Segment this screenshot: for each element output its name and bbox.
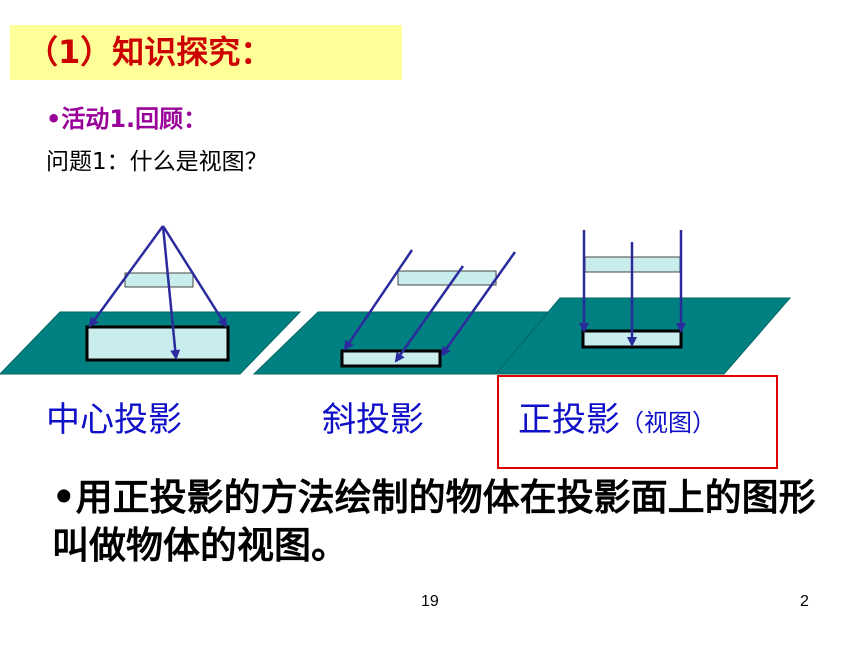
label-central-projection: 中心投影 [46,400,182,440]
oblique-shadow [340,349,442,368]
title-background [10,25,402,80]
page-number-right: 2 [800,593,809,610]
oblique-ray-2 [394,265,465,363]
central-ray-right [161,225,228,328]
activity-heading: •活动1.回顾： [46,105,208,133]
label-orthographic-note: （视图） [620,409,716,437]
slide-title: （1）知识探究： [26,33,273,71]
oblique-object [397,270,497,286]
oblique-ray-3 [440,251,517,357]
definition-statement: •用正投影的方法绘制的物体在投影面上的图形叫做物体的视图。 [52,476,816,567]
page-number-center: 19 [421,593,439,610]
central-object [124,272,194,288]
orthographic-projection [494,230,792,375]
projection-diagram [0,225,792,375]
central-ray-left [88,225,165,328]
label-oblique-projection: 斜投影 [322,400,424,440]
highlight-frame [497,375,778,469]
label-orthographic-main: 正投影 [518,400,620,440]
question-text: 问题1：什么是视图？ [46,149,268,175]
label-orthographic-projection: 正投影（视图） [518,398,716,445]
central-projection [0,225,302,375]
oblique-ray-1 [343,249,414,351]
oblique-projection [252,249,562,375]
central-shadow [85,325,230,362]
central-ray-center [161,225,181,360]
